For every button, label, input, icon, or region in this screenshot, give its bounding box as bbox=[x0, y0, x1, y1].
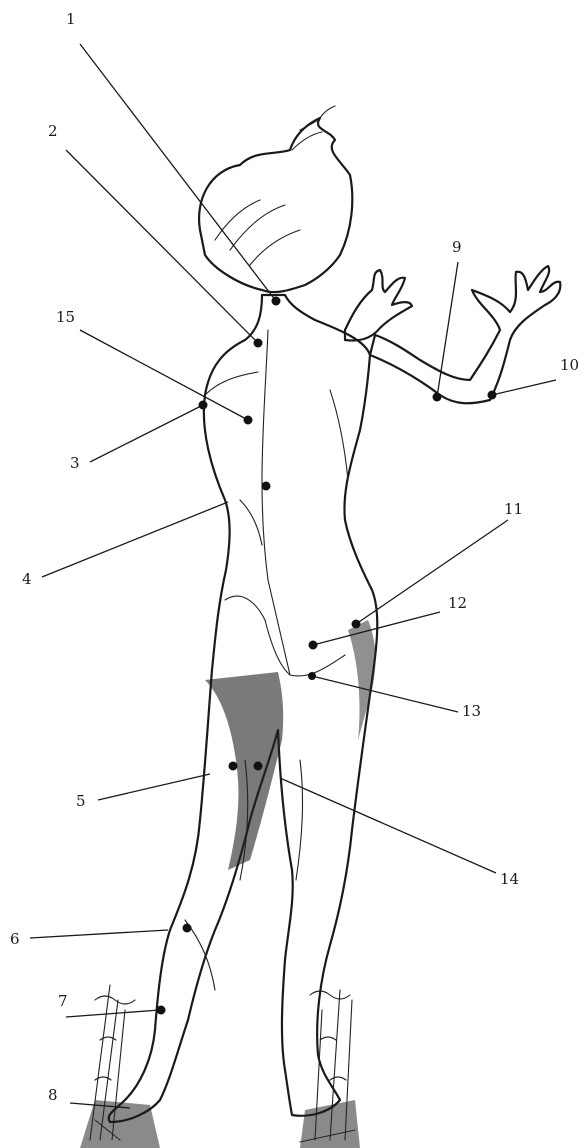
label-10: 10 bbox=[560, 356, 579, 374]
marker-12 bbox=[309, 641, 318, 650]
leader-3 bbox=[90, 405, 203, 462]
leader-7 bbox=[66, 1010, 160, 1017]
raised-arm bbox=[370, 266, 560, 403]
label-9: 9 bbox=[452, 238, 462, 256]
label-13: 13 bbox=[462, 702, 481, 720]
leader-6 bbox=[30, 930, 168, 938]
marker-5 bbox=[229, 762, 238, 771]
leader-2 bbox=[66, 150, 258, 343]
label-14: 14 bbox=[500, 870, 519, 888]
spine-line bbox=[262, 330, 268, 580]
leader-10 bbox=[492, 380, 556, 395]
marker-1 bbox=[272, 297, 281, 306]
point-markers bbox=[157, 297, 497, 1015]
label-12: 12 bbox=[448, 594, 467, 612]
marker-13 bbox=[308, 672, 316, 680]
number-labels: 1 2 15 3 4 5 6 7 8 9 10 11 12 13 14 bbox=[10, 10, 579, 1104]
leader-13 bbox=[312, 676, 458, 712]
label-6: 6 bbox=[10, 930, 20, 948]
leader-5 bbox=[98, 774, 210, 800]
leader-14 bbox=[280, 778, 496, 873]
label-5: 5 bbox=[76, 792, 86, 810]
label-8: 8 bbox=[48, 1086, 58, 1104]
marker-14 bbox=[254, 762, 263, 771]
leader-lines bbox=[30, 44, 556, 1108]
figure-illustration bbox=[80, 106, 560, 1148]
label-1: 1 bbox=[66, 10, 76, 28]
marker-10 bbox=[488, 391, 497, 400]
label-4: 4 bbox=[22, 570, 32, 588]
back-hand bbox=[345, 270, 412, 341]
leader-11 bbox=[356, 520, 508, 624]
marker-15 bbox=[244, 416, 253, 425]
marker-9 bbox=[433, 393, 442, 402]
marker-2 bbox=[254, 339, 263, 348]
marker-3 bbox=[199, 401, 208, 410]
label-7: 7 bbox=[58, 992, 68, 1010]
hair bbox=[199, 118, 352, 292]
label-15: 15 bbox=[56, 308, 75, 326]
leader-15 bbox=[80, 330, 248, 420]
marker-4 bbox=[262, 482, 271, 491]
marker-6 bbox=[183, 924, 192, 933]
label-11: 11 bbox=[504, 500, 523, 518]
leader-4 bbox=[42, 502, 228, 577]
label-2: 2 bbox=[48, 122, 58, 140]
label-3: 3 bbox=[70, 454, 80, 472]
marker-7 bbox=[157, 1006, 166, 1015]
marker-11 bbox=[352, 620, 361, 629]
